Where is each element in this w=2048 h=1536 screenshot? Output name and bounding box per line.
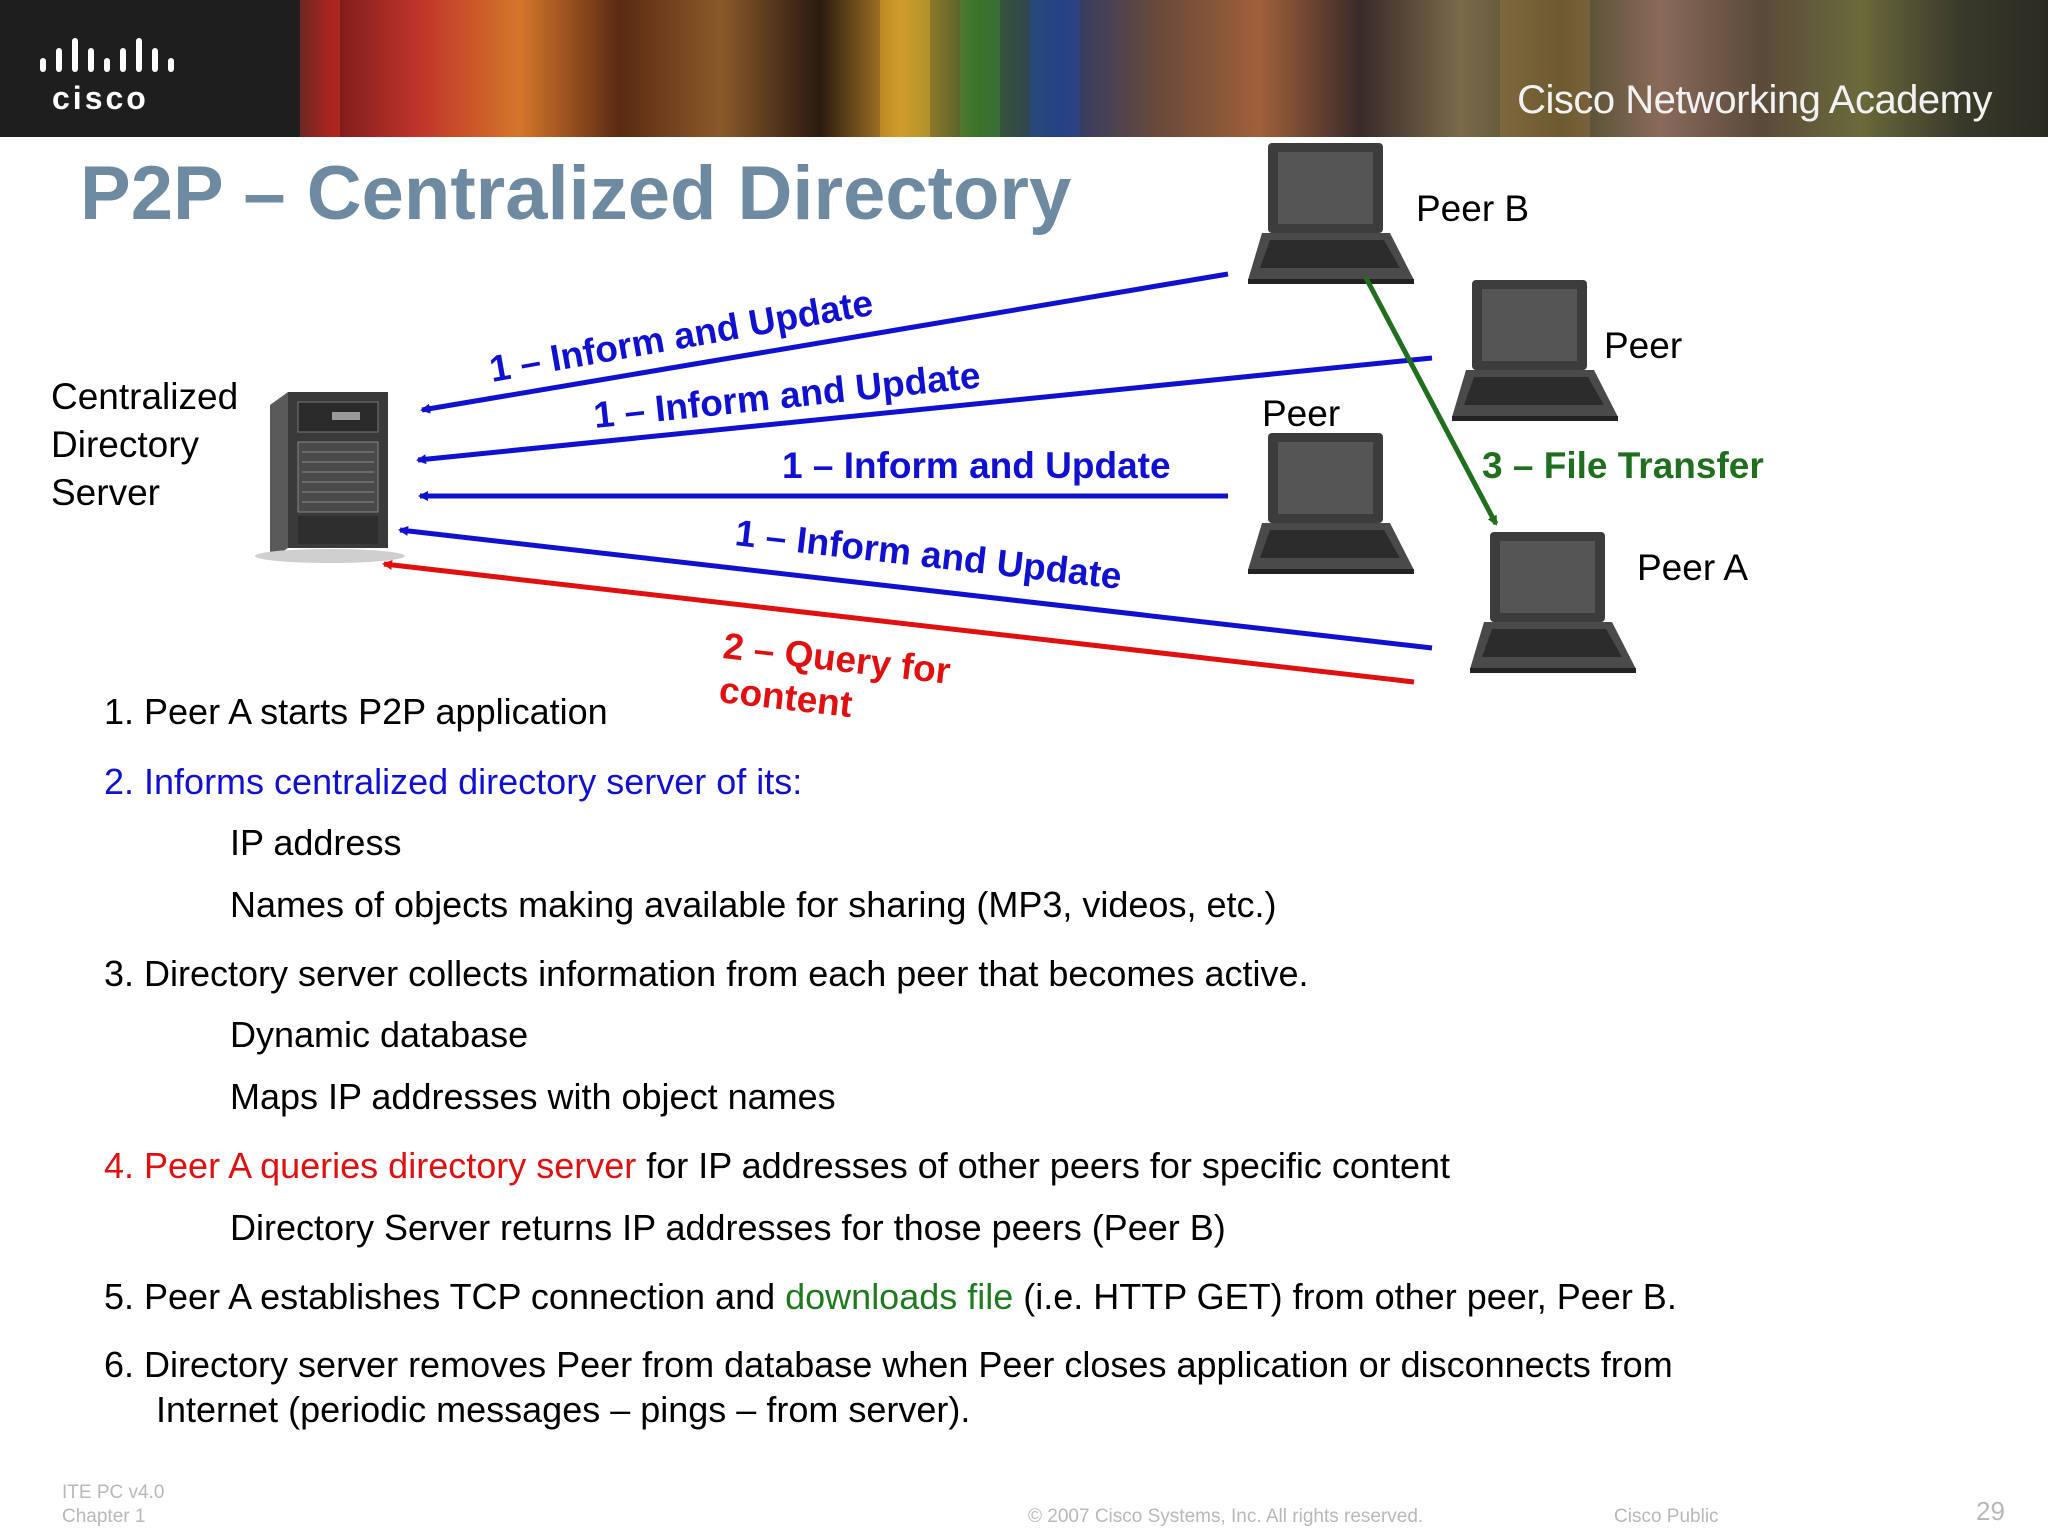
banner-photo-strip [880, 0, 930, 137]
step-4: 4. Peer A queries directory server for I… [104, 1144, 1450, 1188]
step-6-line2: Internet (periodic messages – pings – fr… [156, 1389, 971, 1430]
step-5: 5. Peer A establishes TCP connection and… [104, 1275, 1677, 1319]
step-4-rest: for IP addresses of other peers for spec… [636, 1145, 1451, 1186]
laptop-icon-peer-mid [1248, 433, 1414, 574]
server-label-line: Directory [51, 424, 200, 465]
inform-label-3: 1 – Inform and Update [782, 445, 1171, 486]
laptop-icon-peer-right [1452, 280, 1618, 421]
p2p-diagram: 1 – Inform and Update 1 – Inform and Upd… [255, 143, 1764, 725]
slide-title: P2P – Centralized Directory [80, 151, 1072, 236]
header-banner: cisco Cisco Networking Academy [0, 0, 2048, 137]
step-3-sub-database: Dynamic database [230, 1014, 529, 1055]
laptop-icon-peer-a [1470, 532, 1636, 673]
step-2: 2. Informs centralized directory server … [104, 761, 803, 802]
footer-classification: Cisco Public [1614, 1506, 1719, 1527]
footer-course: ITE PC v4.0 [62, 1482, 165, 1503]
step-5-start: 5. Peer A establishes TCP connection and [104, 1276, 786, 1317]
cisco-logo-text: cisco [52, 80, 149, 116]
banner-photo-strip [1030, 0, 1080, 137]
step-4-highlight: 4. Peer A queries directory server [104, 1145, 637, 1186]
server-label-line: Centralized [51, 376, 239, 417]
footer-page-number: 29 [1976, 1496, 2005, 1526]
footer-chapter: Chapter 1 [62, 1506, 146, 1527]
step-2-sub-ip: IP address [230, 822, 402, 863]
peer-mid-label: Peer [1262, 393, 1341, 434]
peer-right-label: Peer [1604, 325, 1683, 366]
file-transfer-label: 3 – File Transfer [1482, 445, 1764, 486]
footer-copyright: © 2007 Cisco Systems, Inc. All rights re… [1028, 1506, 1424, 1527]
banner-photo-strip [960, 0, 1000, 137]
server-tower-icon [255, 392, 405, 563]
step-1: 1. Peer A starts P2P application [104, 691, 608, 732]
step-4-sub-returns: Directory Server returns IP addresses fo… [230, 1207, 1226, 1248]
peer-b-label: Peer B [1416, 188, 1530, 229]
cisco-logo-bars-icon [40, 38, 174, 72]
peer-a-label: Peer A [1637, 547, 1749, 588]
step-3: 3. Directory server collects information… [104, 953, 1309, 994]
inform-label-4: 1 – Inform and Update [733, 512, 1124, 597]
step-3-sub-maps: Maps IP addresses with object names [230, 1076, 836, 1117]
banner-photo-strip [300, 0, 340, 137]
step-5-highlight: downloads file [785, 1276, 1014, 1317]
inform-arrow-4 [398, 525, 1433, 651]
inform-arrow-2 [416, 355, 1433, 465]
step-2-sub-objects: Names of objects making available for sh… [230, 884, 1277, 925]
banner-photo-strip [1500, 0, 1590, 137]
academy-title: Cisco Networking Academy [1517, 78, 1992, 122]
file-transfer-arrow [1363, 276, 1499, 526]
step-5-end: (i.e. HTTP GET) from other peer, Peer B. [1013, 1276, 1677, 1317]
step-6-line1: 6. Directory server removes Peer from da… [104, 1344, 1673, 1385]
laptop-icon-peer-b [1248, 143, 1414, 284]
inform-arrow-1 [420, 271, 1229, 414]
server-label-line: Server [51, 472, 160, 513]
query-arrow [382, 559, 1415, 685]
server-label: Centralized Directory Server [51, 373, 238, 517]
